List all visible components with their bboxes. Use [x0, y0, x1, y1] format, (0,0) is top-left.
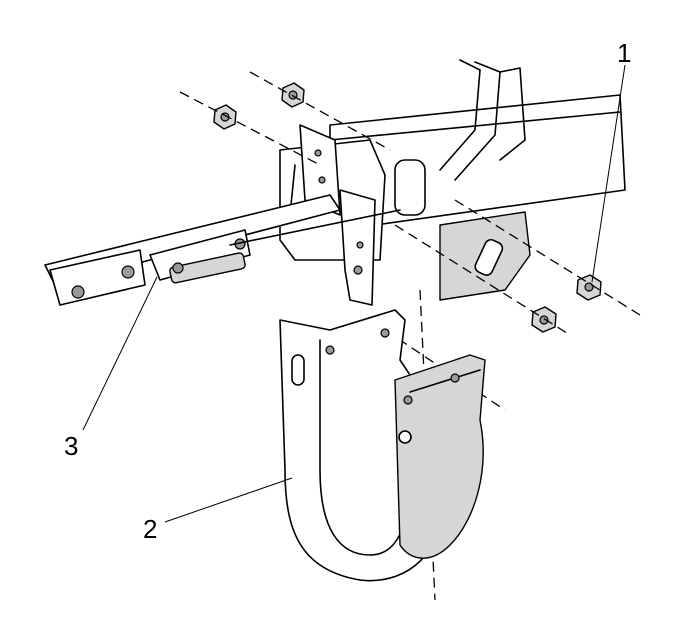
leader-lines — [82, 64, 626, 523]
leader-line-1 — [591, 64, 626, 283]
callout-1: 1 — [617, 38, 631, 68]
u-clamp-hanger — [279, 309, 486, 582]
support-rod — [44, 194, 401, 306]
leader-line-3 — [82, 276, 158, 431]
callout-2: 2 — [143, 514, 157, 544]
callout-3: 3 — [64, 431, 78, 461]
nuts — [213, 82, 602, 333]
leader-line-2 — [164, 477, 293, 523]
